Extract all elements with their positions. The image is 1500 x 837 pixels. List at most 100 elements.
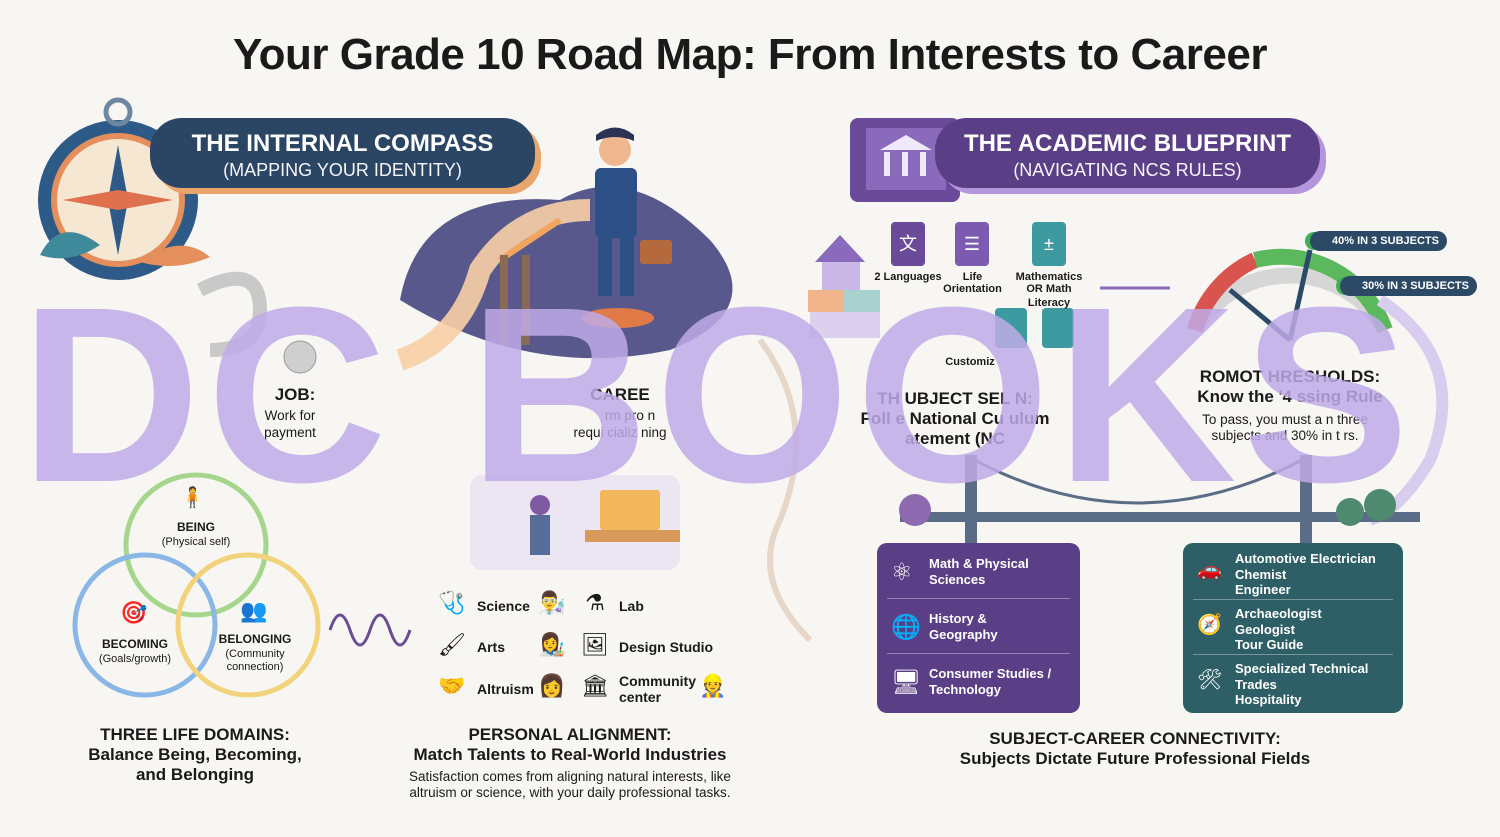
internal-compass-banner: THE INTERNAL COMPASS (MAPPING YOUR IDENT… xyxy=(150,118,535,188)
customize-label: Customiz xyxy=(945,356,995,368)
career-trades-line1: Specialized Technical xyxy=(1235,661,1369,676)
alignment-left-arts: Arts xyxy=(477,639,506,655)
compass-subheading: (MAPPING YOUR IDENTITY) xyxy=(223,160,462,180)
blueprint-subheading: (NAVIGATING NCS RULES) xyxy=(1013,160,1242,180)
watermark: DC BOOKS xyxy=(20,255,1416,534)
explorer-icon: 🧭 xyxy=(1197,614,1222,636)
domains-heading-line3: and Belonging xyxy=(135,765,255,784)
coin-icon xyxy=(283,340,317,374)
book-label-life-line1: Life xyxy=(962,271,983,283)
volunteer-icon: 👩 xyxy=(538,673,566,698)
car-icon: 🚗 xyxy=(1197,559,1222,581)
thresholds-heading-line2: Know the '4 ssing Rule xyxy=(1197,387,1383,406)
book-label-life-line2: Orientation xyxy=(943,283,1002,295)
globe-icon: 🌐 xyxy=(891,614,921,641)
career-heading: CAREE xyxy=(590,385,650,404)
subject-row-consumer: 🖥 Consumer Studies /Technology xyxy=(887,658,1070,708)
being-label: BEING xyxy=(176,520,215,534)
subjects-heading-line1: TH UBJECT SEL N: xyxy=(877,389,1033,408)
alignment-right-community-line2: center xyxy=(619,689,662,705)
subjects-heading-line2: Foll e National Cu ulum xyxy=(860,409,1050,428)
easel-icon: 🖼 xyxy=(581,632,609,657)
connectivity-heading-line2: Subjects Dictate Future Professional Fie… xyxy=(959,749,1311,768)
subject-consumer-line1: Consumer Studies / xyxy=(929,666,1052,681)
building-icon: 🏛 xyxy=(581,673,609,698)
academic-blueprint-banner: THE ACADEMIC BLUEPRINT (NAVIGATING NCS R… xyxy=(935,118,1320,188)
subjects-heading-line3: atement (NC xyxy=(904,429,1006,448)
book-label-math-line1: Mathematics xyxy=(1015,271,1083,283)
job-text-line2: payment xyxy=(264,425,316,440)
worker-icon: 👷 xyxy=(699,673,727,698)
blueprint-heading: THE ACADEMIC BLUEPRINT xyxy=(963,130,1292,157)
career-trades-line2: Trades xyxy=(1235,676,1277,692)
devices-icon: 🖥 xyxy=(891,669,922,696)
alignment-heading-line1: PERSONAL ALIGNMENT: xyxy=(468,725,672,744)
career-trades-line3: Hospitality xyxy=(1235,692,1302,708)
alignment-right-lab: Lab xyxy=(619,598,644,614)
alignment-heading-line2: Match Talents to Real-World Industries xyxy=(413,745,727,764)
alignment-left-science: Science xyxy=(477,598,530,614)
career-auto-line2: Chemist xyxy=(1235,566,1287,582)
gauge-icon xyxy=(1187,252,1259,333)
career-text-line2: requi cializ ning xyxy=(573,425,667,440)
translate-book-icon: 文 xyxy=(891,222,925,266)
job-heading: JOB: xyxy=(274,385,316,404)
bridge-icon xyxy=(899,455,1420,545)
thresholds-heading-line1: ROMOT HRESHOLDS: xyxy=(1199,367,1381,386)
career-auto-line1: Automotive Electrician xyxy=(1235,551,1376,566)
group-icon: 👥 xyxy=(240,598,268,623)
compass-icon xyxy=(38,97,210,280)
tools-icon: 🛠 xyxy=(1197,669,1223,691)
threshold-badge-40: 40% IN 3 SUBJECTS xyxy=(1310,231,1447,251)
belonging-sub-line1: (Community xyxy=(225,648,285,660)
person-being-icon: 🧍 xyxy=(180,487,205,509)
professional-figure-icon xyxy=(582,127,672,328)
belonging-label: BELONGING xyxy=(218,632,292,646)
scientist-icon: 👨‍🔬 xyxy=(538,590,566,615)
career-arch-line1: Archaeologist xyxy=(1235,606,1322,621)
domains-heading-line1: THREE LIFE DOMAINS: xyxy=(100,725,290,744)
thresholds-desc-line1: To pass, you must a n three xyxy=(1202,412,1368,427)
subject-history-line1: History & xyxy=(929,611,987,626)
becoming-label: BECOMING xyxy=(102,637,168,651)
connectivity-heading-line1: SUBJECT-CAREER CONNECTIVITY: xyxy=(989,729,1281,748)
subject-consumer-line2: Technology xyxy=(929,681,1001,697)
alignment-right-design-studio: Design Studio xyxy=(619,639,714,655)
flask-icon: ⚗ xyxy=(585,590,605,615)
becoming-sub: (Goals/growth) xyxy=(98,653,172,665)
career-arch-line3: Tour Guide xyxy=(1235,637,1304,653)
paintbrush-icon: 🖌 xyxy=(438,632,466,657)
life-orientation-book-icon: ☰ xyxy=(955,222,989,266)
math-book-icon: ± xyxy=(1032,222,1066,266)
alignment-desc-line2: altruism or science, with your daily pro… xyxy=(409,785,731,800)
atom-icon: ⚛ xyxy=(891,559,913,586)
subject-history-line2: Geography xyxy=(929,626,998,642)
book-label-math-line2: OR Math Literacy xyxy=(1026,283,1072,309)
stethoscope-icon: 🩺 xyxy=(438,590,466,615)
alignment-left-altruism: Altruism xyxy=(477,681,534,697)
target-icon: 🎯 xyxy=(120,600,148,625)
subject-row-history: 🌐 History &Geography xyxy=(887,603,1070,654)
thresholds-desc-line2: subjects and 30% in t rs. xyxy=(1211,428,1359,443)
handshake-icon: 🤝 xyxy=(438,673,466,698)
alignment-desc-line1: Satisfaction comes from aligning natural… xyxy=(409,769,731,784)
being-sub: (Physical self) xyxy=(161,536,231,548)
career-auto-line3: Engineer xyxy=(1235,582,1291,598)
blocks-icon xyxy=(808,235,880,338)
artist-icon: 👩‍🎨 xyxy=(538,632,566,657)
job-text-line1: Work for xyxy=(264,408,316,423)
alignment-right-community-line1: Community xyxy=(619,673,696,689)
threshold-badge-30: 30% IN 3 SUBJECTS xyxy=(1340,276,1477,296)
domains-heading-line2: Balance Being, Becoming, xyxy=(88,745,302,764)
subject-math-line2: Sciences xyxy=(929,571,986,587)
career-arch-line2: Geologist xyxy=(1235,621,1295,637)
compass-heading: THE INTERNAL COMPASS xyxy=(191,130,494,157)
wave-icon xyxy=(328,613,412,647)
